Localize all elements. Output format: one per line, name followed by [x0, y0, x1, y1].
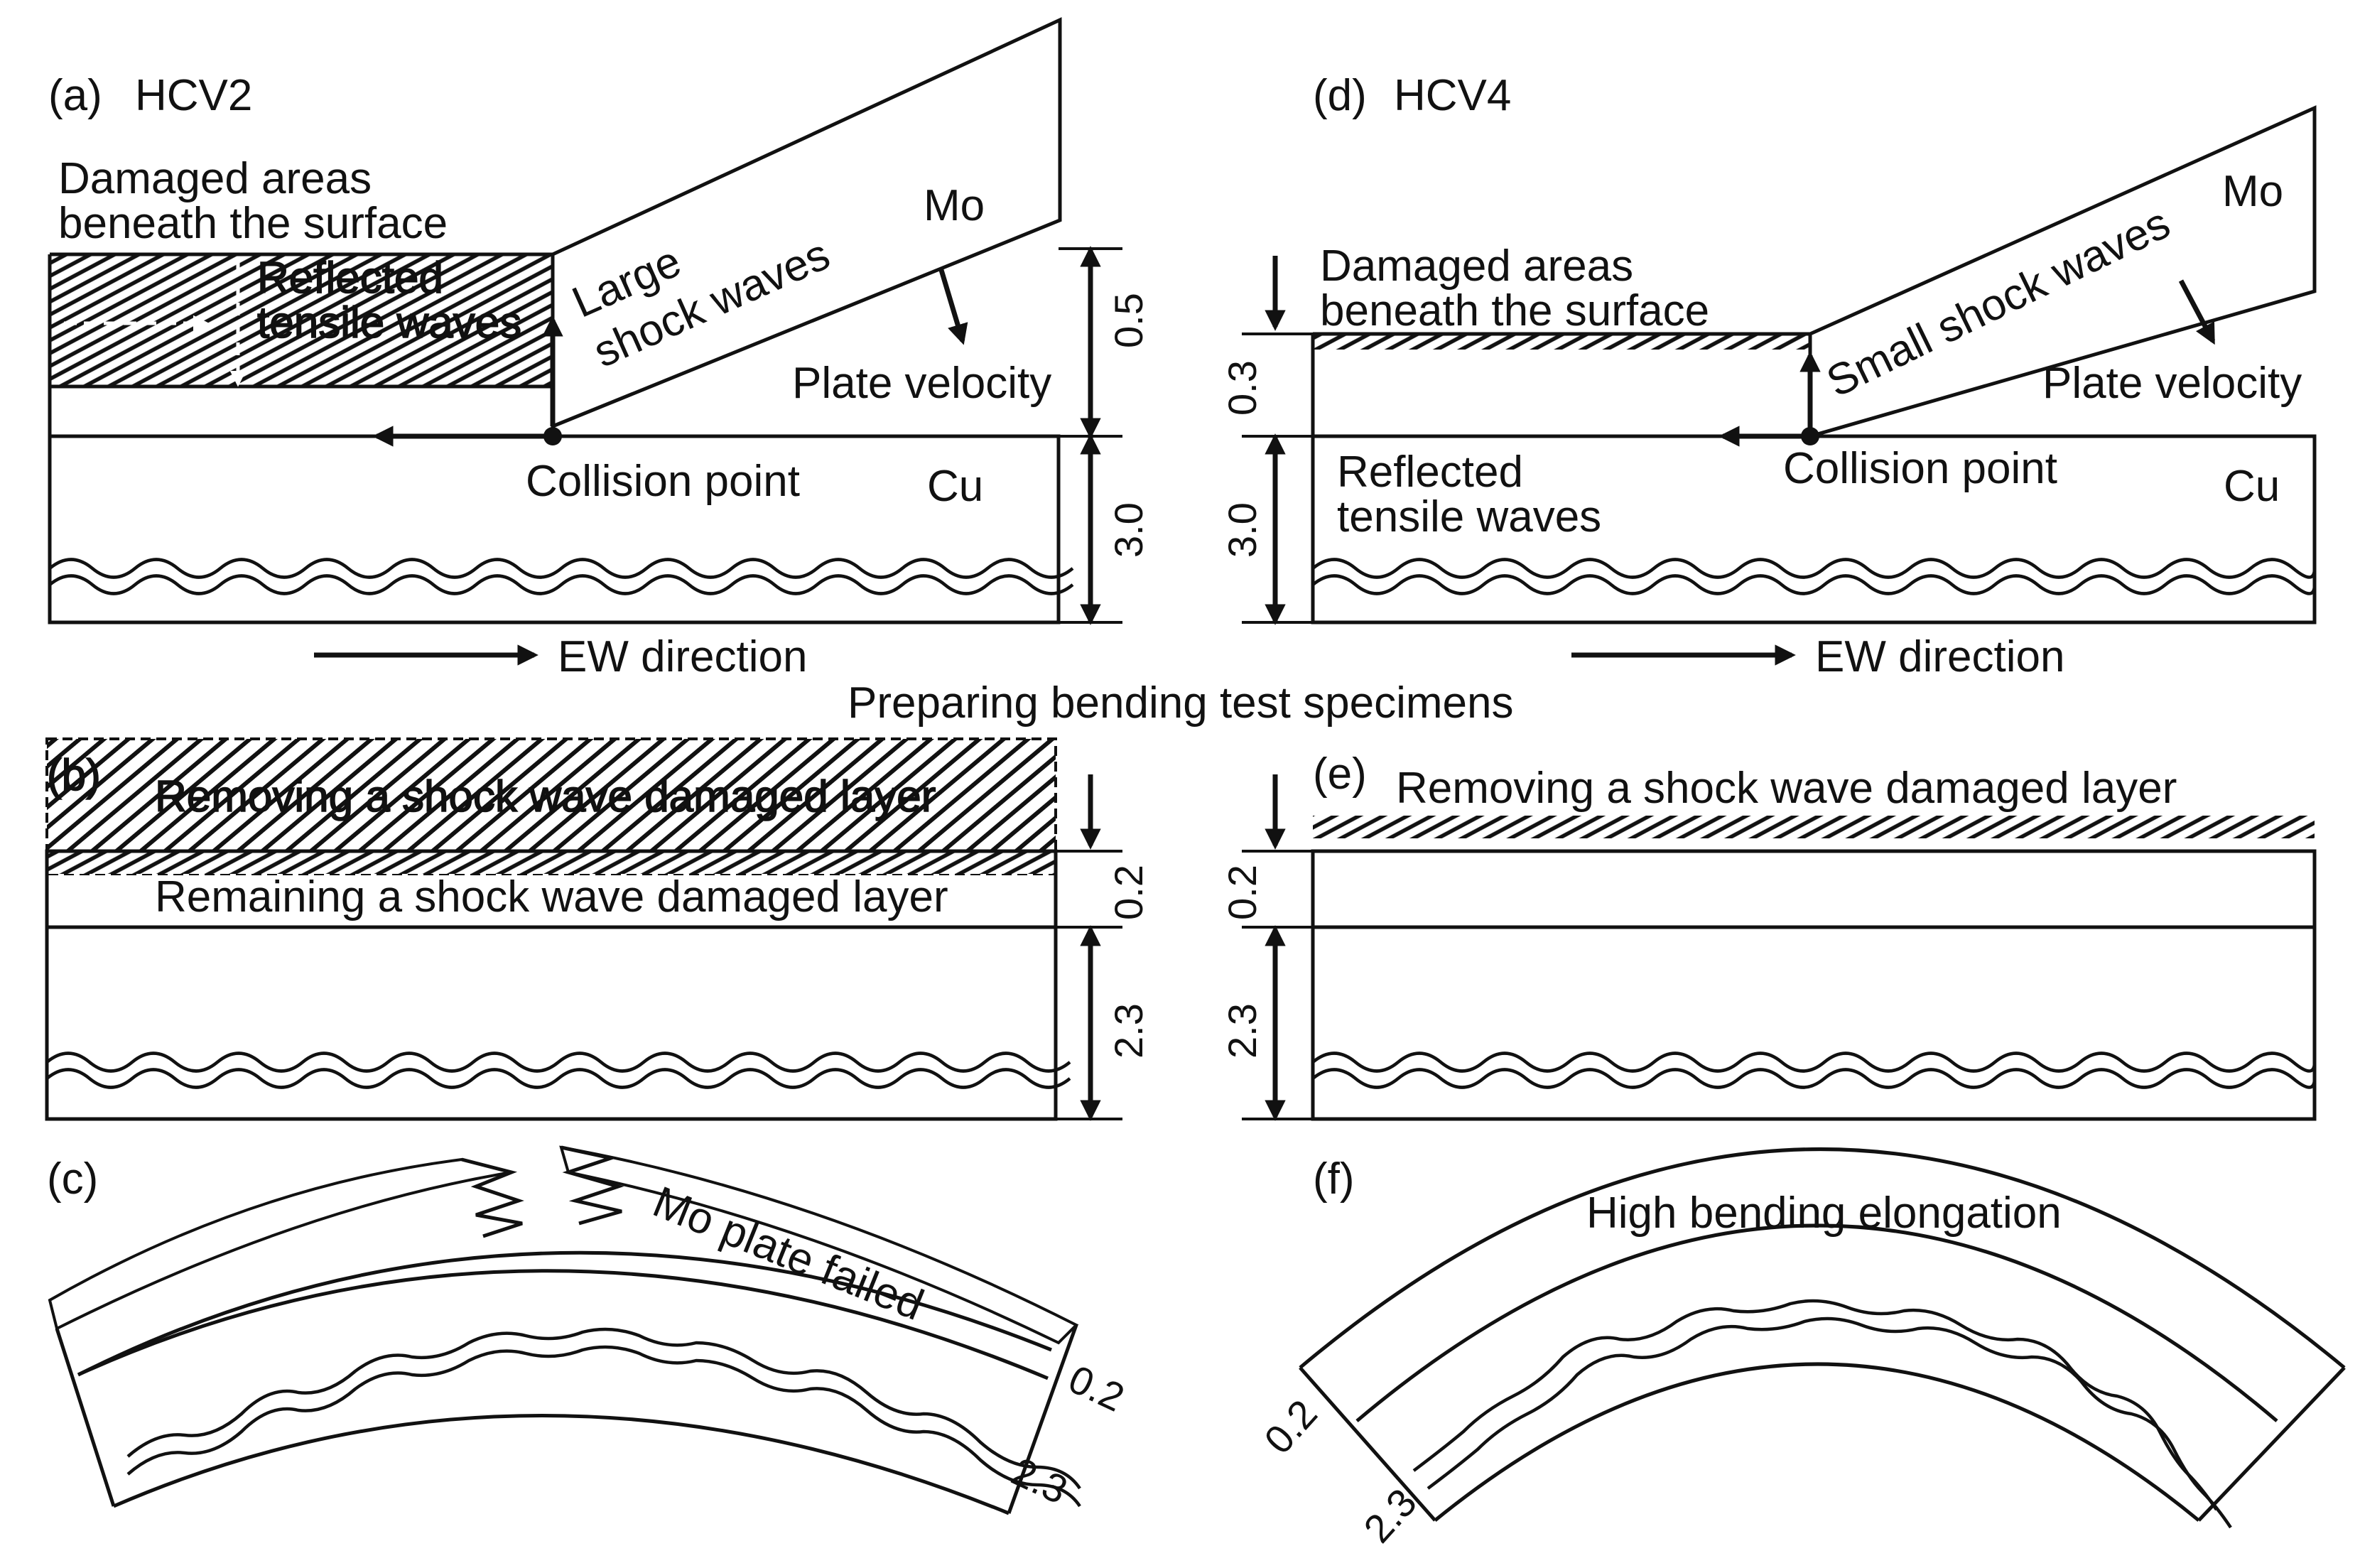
panel-d: (d) HCV4 Damaged areas beneath the surfa…	[1220, 71, 2317, 681]
panel-c-crack-right	[561, 1145, 624, 1226]
panel-c-letter: (c)	[47, 1155, 98, 1204]
panel-d-letter: (d)	[1313, 71, 1367, 120]
panel-a-dim-top: 0.5	[1106, 293, 1151, 348]
panel-e-dim-bottom: 2.3	[1220, 1003, 1265, 1059]
panel-d-mo-label: Mo	[2222, 167, 2283, 216]
panel-a-velocity-arrow	[938, 269, 968, 345]
panel-d-damaged-layer	[1313, 334, 1810, 350]
panel-c-specimen-top	[77, 1269, 1049, 1380]
panel-a-damaged-label-1: Damaged areas	[58, 154, 372, 203]
panel-d-velocity-arrow	[2178, 279, 2216, 345]
panel-e-specimen	[1311, 849, 2317, 1121]
panel-a-damaged-layer	[50, 254, 553, 386]
panel-f-dim-bottom: 2.3	[1355, 1480, 1425, 1551]
panel-d-collision-point	[1801, 427, 1819, 445]
panel-f-specimen-bottom	[1434, 1362, 2200, 1522]
panel-d-dim-top: 0.3	[1220, 360, 1265, 416]
panel-c-wave-interface-2	[126, 1345, 1081, 1508]
panel-b-damaged-thin	[47, 851, 1056, 874]
panel-c-mo-right	[559, 1145, 1079, 1345]
panel-a-damaged-label-2: beneath the surface	[58, 199, 448, 248]
panel-b-wave-interface-2	[45, 1068, 1071, 1089]
panel-c-damaged-boundary	[77, 1250, 1052, 1377]
panel-a-velocity: Plate velocity	[792, 359, 1051, 408]
panel-b-removing: Removing a shock wave damaged layer	[155, 772, 936, 821]
panel-f-note: High bending elongation	[1586, 1189, 2062, 1238]
panel-b-dim-bottom: 2.3	[1106, 1003, 1151, 1059]
panel-c-specimen-bottom	[113, 1413, 1010, 1515]
panel-c-failed: Mo plate failed	[646, 1177, 931, 1330]
panel-a-cu-label: Cu	[927, 462, 983, 511]
panel-a: (a) HCV2 Damaged areas beneath the surfa…	[48, 17, 1151, 681]
panel-d-cu-label: Cu	[2224, 462, 2280, 511]
panel-d-reflected-2: tensile waves	[1337, 492, 1601, 541]
panel-d-reflected-1: Reflected	[1337, 448, 1523, 497]
panel-c-dim-top: 0.2	[1062, 1356, 1131, 1420]
panel-c-crack-left	[461, 1157, 524, 1238]
panel-f-letter: (f)	[1313, 1155, 1355, 1204]
panel-d-velocity: Plate velocity	[2042, 359, 2302, 408]
panel-d-collision-label: Collision point	[1783, 444, 2057, 493]
panel-e-removed-layer	[1313, 816, 2315, 838]
panel-b-dim-top: 0.2	[1106, 865, 1151, 920]
panel-d-wave-interface-1	[1311, 558, 2317, 579]
panel-e-letter: (e)	[1313, 750, 1367, 799]
panel-f-dim-top: 0.2	[1255, 1391, 1326, 1462]
panel-a-letter: (a)	[48, 71, 102, 120]
panel-a-direction: EW direction	[558, 632, 807, 681]
panel-d-title: HCV4	[1394, 71, 1511, 120]
panel-e-wave-interface-2	[1311, 1068, 2317, 1089]
panel-a-wave-interface-2	[48, 574, 1074, 595]
panel-d-damaged-label-1: Damaged areas	[1320, 242, 1633, 291]
panel-d-damaged-label-2: beneath the surface	[1320, 286, 1709, 335]
panel-e: (e) Removing a shock wave damaged layer …	[1220, 750, 2317, 1121]
panel-f-damaged-boundary	[1355, 1223, 2278, 1422]
panel-b: (b) Removing a shock wave damaged layer …	[45, 737, 1151, 1121]
panel-f-wave-interface-1	[1412, 1299, 2218, 1511]
panel-d-dim-bottom: 3.0	[1220, 502, 1265, 558]
panel-c-dim-bottom: 2.3	[1005, 1449, 1074, 1513]
panel-a-collision-label: Collision point	[526, 457, 800, 506]
panel-f-wave-interface-2	[1427, 1316, 2232, 1529]
panel-b-remaining: Remaining a shock wave damaged layer	[155, 872, 948, 921]
panel-a-wave-interface-1	[48, 558, 1074, 579]
panel-d-direction: EW direction	[1815, 632, 2064, 681]
panel-a-collision-point	[543, 427, 562, 445]
panel-a-dim-bottom: 3.0	[1106, 502, 1151, 558]
panel-a-title: HCV2	[135, 71, 252, 120]
panel-e-removing: Removing a shock wave damaged layer	[1396, 764, 2177, 813]
panel-e-dim-top: 0.2	[1220, 865, 1265, 920]
panel-a-reflected-1: Reflected	[257, 254, 443, 303]
panel-f-specimen-top	[1299, 1147, 2346, 1369]
middle-caption: Preparing bending test specimens	[848, 678, 1513, 728]
panel-b-wave-interface-1	[45, 1051, 1071, 1073]
panel-a-reflected-2: tensile waves	[257, 298, 521, 347]
panel-a-mo-label: Mo	[924, 181, 985, 230]
panel-c-wave-interface-1	[126, 1327, 1081, 1490]
panel-e-wave-interface-1	[1311, 1051, 2317, 1073]
panel-b-specimen	[45, 849, 1058, 1121]
panel-b-letter: (b)	[47, 751, 101, 800]
panel-f: (f) High bending elongation 0.2 2.3	[1255, 1147, 2346, 1551]
panel-d-wave-interface-2	[1311, 574, 2317, 595]
panel-c: (c) Mo plate failed 0.2 2.3	[47, 1145, 1131, 1515]
